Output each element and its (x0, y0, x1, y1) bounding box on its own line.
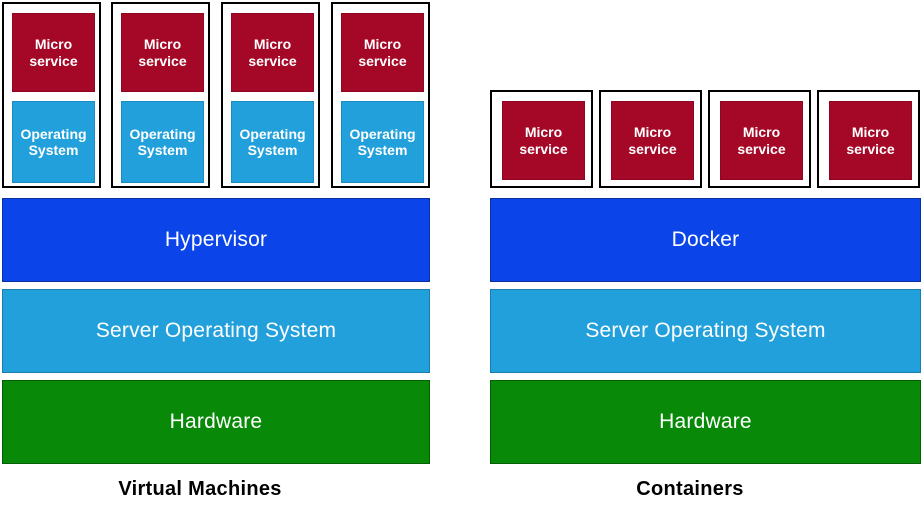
server-operating-system-label: Server Operating System (585, 319, 826, 342)
containers-caption: Containers (636, 478, 744, 500)
operating-system-label: Operating System (20, 125, 87, 158)
microservice-label: Micro service (737, 124, 786, 157)
docker-label: Docker (671, 228, 740, 251)
virtual-machine-1: Micro service Operating System (2, 2, 101, 188)
hardware-layer: Hardware (2, 380, 430, 464)
container-3: Micro service (708, 90, 811, 188)
operating-system-box: Operating System (121, 101, 204, 183)
microservice-box: Micro service (502, 101, 585, 180)
microservice-label: Micro service (519, 124, 568, 157)
microservice-box: Micro service (121, 13, 204, 92)
operating-system-label: Operating System (129, 125, 196, 158)
virtual-machine-4: Micro service Operating System (331, 2, 430, 188)
operating-system-box: Operating System (231, 101, 314, 183)
hardware-label: Hardware (169, 410, 263, 433)
containers-panel: Micro service Micro service Micro servic… (488, 0, 921, 511)
hardware-label: Hardware (659, 410, 752, 433)
container-4: Micro service (817, 90, 920, 188)
operating-system-box: Operating System (12, 101, 95, 183)
container-2: Micro service (599, 90, 702, 188)
microservice-box: Micro service (829, 101, 912, 180)
server-operating-system-layer: Server Operating System (2, 289, 430, 373)
operating-system-label: Operating System (239, 125, 306, 158)
virtual-machine-3: Micro service Operating System (221, 2, 320, 188)
microservice-label: Micro service (138, 36, 187, 69)
microservice-box: Micro service (720, 101, 803, 180)
virtual-machines-panel: Micro service Operating System Micro ser… (0, 0, 436, 511)
hardware-layer: Hardware (490, 380, 921, 464)
microservice-box: Micro service (611, 101, 694, 180)
operating-system-box: Operating System (341, 101, 424, 183)
microservice-box: Micro service (231, 13, 314, 92)
hypervisor-layer: Hypervisor (2, 198, 430, 282)
microservice-label: Micro service (248, 36, 297, 69)
microservice-box: Micro service (341, 13, 424, 92)
operating-system-label: Operating System (349, 125, 416, 158)
microservice-box: Micro service (12, 13, 95, 92)
hypervisor-label: Hypervisor (164, 228, 268, 251)
microservice-label: Micro service (358, 36, 407, 69)
server-operating-system-label: Server Operating System (95, 319, 337, 342)
microservice-label: Micro service (846, 124, 895, 157)
microservice-label: Micro service (628, 124, 677, 157)
docker-layer: Docker (490, 198, 921, 282)
virtual-machines-caption: Virtual Machines (118, 478, 282, 500)
virtual-machine-2: Micro service Operating System (111, 2, 210, 188)
container-1: Micro service (490, 90, 593, 188)
server-operating-system-layer: Server Operating System (490, 289, 921, 373)
microservice-label: Micro service (29, 36, 78, 69)
